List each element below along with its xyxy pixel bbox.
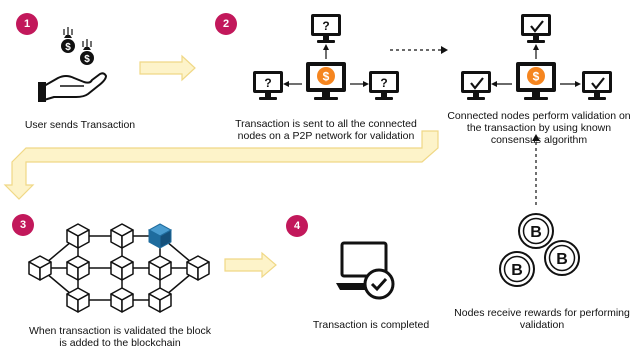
block-cube xyxy=(110,255,134,281)
check-icon xyxy=(470,77,484,90)
unknown-mark-top: ? xyxy=(322,19,329,33)
block-cube xyxy=(148,255,172,281)
block-cube xyxy=(66,255,90,281)
dashed-arrow-head xyxy=(441,46,448,54)
laptop-check-icon xyxy=(336,241,395,300)
step-badge-4: 4 xyxy=(286,215,308,237)
p2p-network-icon: $ ? ? ? xyxy=(253,14,399,100)
step-4-caption: Transaction is completed xyxy=(296,319,446,331)
dashed-arrow-rewards-head xyxy=(532,134,540,141)
block-cube xyxy=(110,223,134,249)
unknown-mark-right: ? xyxy=(380,76,387,90)
new-block-cube xyxy=(147,223,173,249)
money-bag-symbol-2: $ xyxy=(84,54,90,65)
step-2-caption: Transaction is sent to all the connected… xyxy=(218,118,434,142)
caption-line: User sends Transaction xyxy=(24,119,136,131)
caption-line: Transaction is sent to all the connected xyxy=(235,118,417,130)
step-badge-3: 3 xyxy=(12,214,34,236)
bitcoin-symbol: B xyxy=(530,224,542,241)
caption-line: When transaction is validated the block xyxy=(28,325,212,337)
flow-arrow-1-to-2 xyxy=(139,54,196,82)
caption-line: nodes on a P2P network for validation xyxy=(237,130,415,142)
caption-line: consensus algorithm xyxy=(490,134,588,146)
step-badge-2: 2 xyxy=(215,13,237,35)
coin-icon xyxy=(527,67,545,85)
check-icon xyxy=(370,277,388,292)
bitcoin-symbol: B xyxy=(511,262,523,279)
caption-line: Transaction is completed xyxy=(312,319,430,331)
flow-arrow-3-to-4 xyxy=(224,251,277,279)
block-cube xyxy=(110,287,134,313)
unknown-mark-left: ? xyxy=(264,76,271,90)
rewards-caption: Nodes receive rewards for performing val… xyxy=(450,307,634,331)
check-icon xyxy=(530,20,544,33)
step-3-caption: When transaction is validated the block … xyxy=(10,325,230,349)
caption-line: is added to the blockchain xyxy=(59,337,181,349)
caption-line: validation xyxy=(519,319,565,331)
validation-network-icon: $ xyxy=(461,14,612,100)
caption-line: the transaction by using known xyxy=(466,122,612,134)
block-cube xyxy=(66,287,90,313)
block-cube xyxy=(186,255,210,281)
hand-money-icon: $ $ xyxy=(38,27,107,102)
caption-line: Connected nodes perform validation on xyxy=(447,110,631,122)
bitcoin-symbol: B xyxy=(556,251,568,268)
step-badge-1: 1 xyxy=(16,13,38,35)
caption-line: Nodes receive rewards for performing xyxy=(454,307,630,319)
bitcoin-coins-icon: B B B xyxy=(499,213,580,287)
coin-symbol: $ xyxy=(323,70,330,84)
money-bag-symbol-1: $ xyxy=(65,42,71,53)
block-cube xyxy=(28,255,52,281)
block-cube xyxy=(148,287,172,313)
block-cube xyxy=(66,223,90,249)
coin-symbol: $ xyxy=(533,70,540,84)
coin-icon xyxy=(317,67,335,85)
step-1-caption: User sends Transaction xyxy=(10,119,150,131)
check-icon xyxy=(591,77,605,90)
blockchain-icon xyxy=(28,223,210,313)
validation-caption: Connected nodes perform validation on th… xyxy=(446,110,632,146)
flow-arrow-to-step-3 xyxy=(3,130,439,200)
